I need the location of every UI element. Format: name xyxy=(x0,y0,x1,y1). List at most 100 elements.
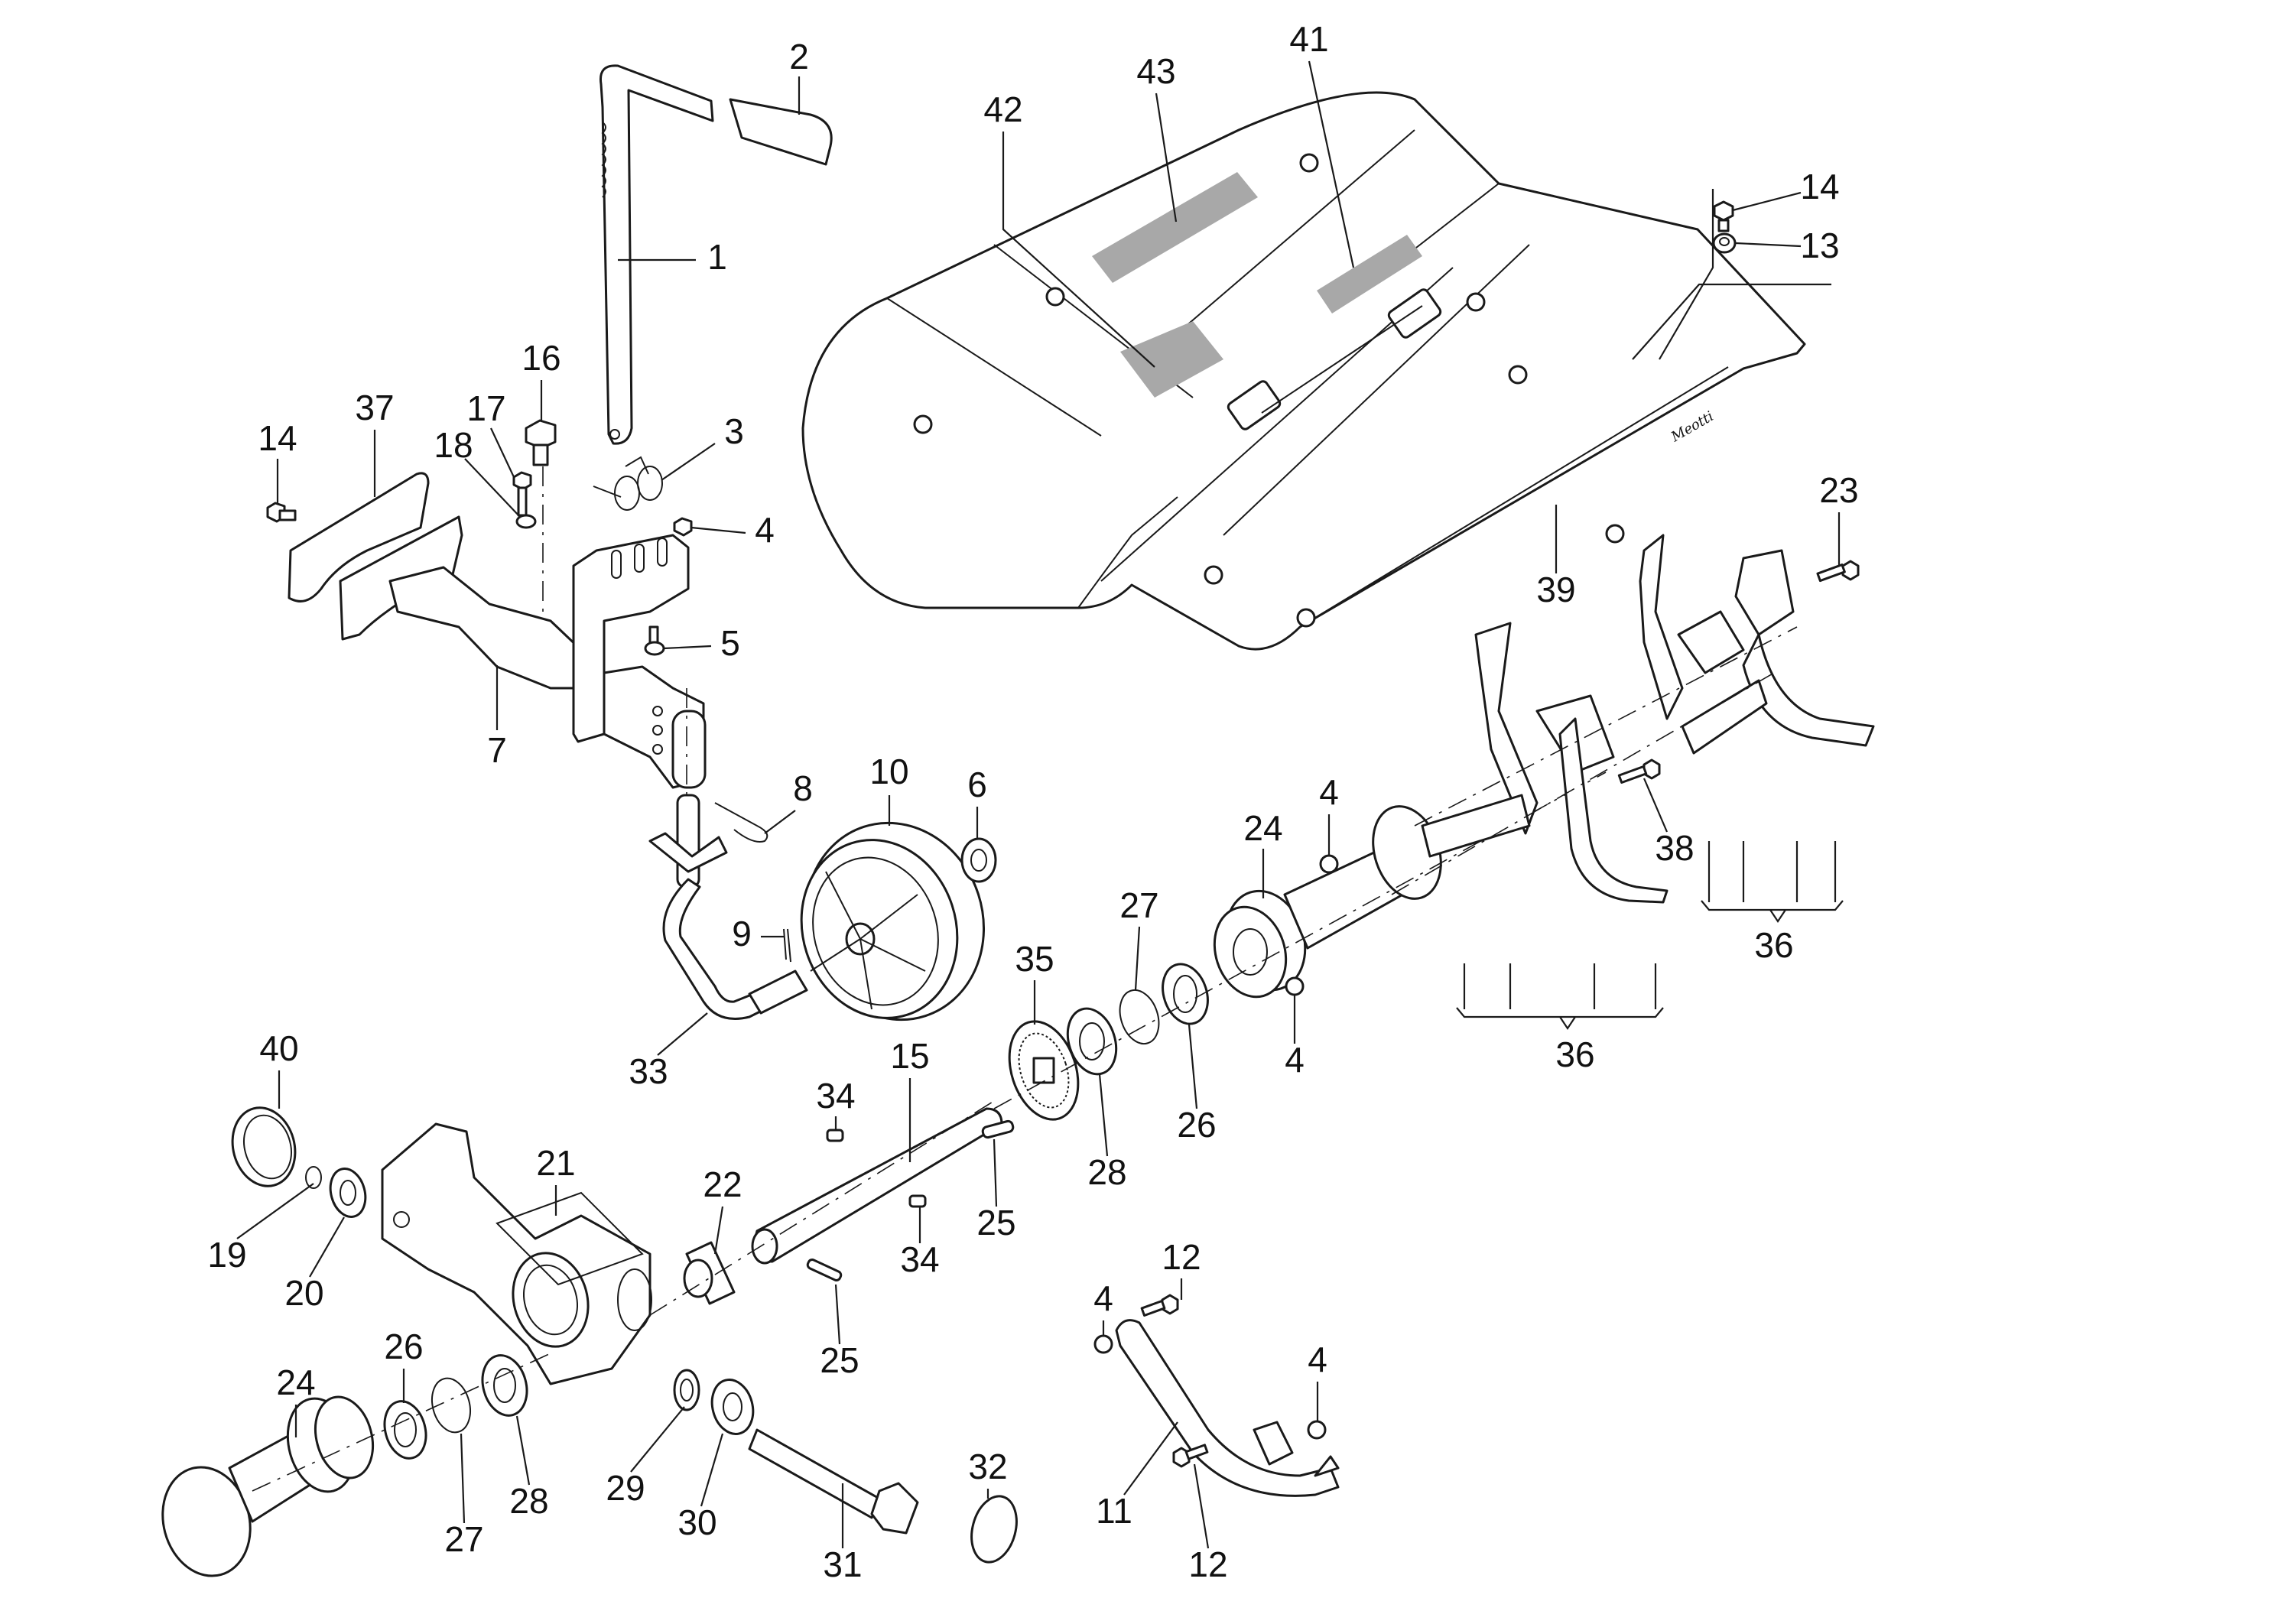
callout-tine-assembly[interactable]: 36 xyxy=(1555,1034,1594,1074)
part-tine-cover[interactable] xyxy=(801,91,1806,651)
part-bolt-23[interactable] xyxy=(1816,560,1860,583)
callout-flange-nut[interactable]: 4 xyxy=(1093,1278,1113,1337)
part-roll-pin-25a[interactable] xyxy=(981,1119,1015,1139)
callout-bolt[interactable]: 12 xyxy=(1162,1237,1201,1300)
part-pinion-shaft-31[interactable] xyxy=(748,1428,919,1535)
part-flange-nut-13[interactable] xyxy=(1712,232,1737,254)
callout-cotter-pin[interactable]: 9 xyxy=(732,914,784,953)
callout-mounting-plate[interactable]: 37 xyxy=(355,388,395,497)
part-tine-assembly-36a[interactable] xyxy=(1421,622,1669,1030)
callout-tine-cover[interactable]: 39 xyxy=(1536,505,1576,609)
part-flange-nut-4c[interactable] xyxy=(1093,1334,1113,1354)
part-hex-bolt-16[interactable] xyxy=(525,419,557,466)
callout-drive-shaft[interactable]: 15 xyxy=(890,1036,930,1162)
callout-oil-seal[interactable]: 26 xyxy=(1177,1024,1217,1145)
part-flange-nut-4[interactable] xyxy=(673,517,693,537)
callout-gearbox-housing[interactable]: 21 xyxy=(536,1143,576,1216)
part-cap-32[interactable] xyxy=(965,1491,1024,1567)
part-depth-adjust-lever[interactable] xyxy=(599,64,714,445)
callout-circlip[interactable]: 27 xyxy=(1119,885,1159,991)
callout-torsion-spring[interactable]: 3 xyxy=(661,411,744,481)
callout-bearing[interactable]: 28 xyxy=(509,1415,549,1521)
callout-circlip[interactable]: 27 xyxy=(444,1433,484,1559)
callout-wheel-arm[interactable]: 33 xyxy=(629,1012,708,1091)
callout-mounting-bracket[interactable]: 7 xyxy=(487,665,507,770)
part-flange-bolt-14-right[interactable] xyxy=(1713,200,1734,232)
part-key-34a[interactable] xyxy=(826,1129,844,1142)
part-bolt-12a[interactable] xyxy=(1140,1294,1179,1317)
callout-washer[interactable]: 18 xyxy=(434,425,521,518)
part-bushing-22[interactable] xyxy=(683,1241,736,1305)
part-bearing-20[interactable] xyxy=(325,1164,370,1220)
part-circlip-27b[interactable] xyxy=(427,1374,476,1437)
callout-lever-grip[interactable]: 2 xyxy=(789,37,809,115)
callout-transport-wheel[interactable]: 10 xyxy=(869,752,909,826)
part-circlip-27[interactable] xyxy=(1113,985,1165,1048)
callout-bevel-gear[interactable]: 35 xyxy=(1015,939,1054,1025)
callout-roll-pin[interactable]: 25 xyxy=(976,1138,1016,1242)
part-oil-seal-26[interactable] xyxy=(1155,958,1215,1029)
callout-tine-hub-shaft[interactable]: 24 xyxy=(276,1363,316,1437)
part-bearing-30[interactable] xyxy=(707,1375,759,1438)
callout-shoulder-bolt[interactable]: 5 xyxy=(663,623,740,663)
part-oil-seal-29[interactable] xyxy=(673,1369,700,1411)
part-bolt-12b[interactable] xyxy=(1172,1444,1209,1468)
part-torsion-spring[interactable] xyxy=(593,456,663,511)
part-bolt-17[interactable] xyxy=(512,471,532,517)
callout-oil-seal[interactable]: 26 xyxy=(384,1327,424,1403)
part-bolt-38[interactable] xyxy=(1617,758,1661,784)
callout-hairpin-clip[interactable]: 8 xyxy=(764,768,813,834)
callout-flange-nut[interactable]: 13 xyxy=(1735,226,1840,265)
callout-cap[interactable]: 32 xyxy=(968,1447,1008,1499)
part-tine-assembly-36b[interactable] xyxy=(1639,534,1875,923)
callout-seal-cap[interactable]: 40 xyxy=(259,1028,299,1109)
callout-flange-bolt[interactable]: 14 xyxy=(258,418,297,505)
callout-depth-adjust-lever[interactable]: 1 xyxy=(618,237,727,277)
callout-hex-bolt[interactable]: 16 xyxy=(522,338,561,421)
part-cotter-pin[interactable] xyxy=(783,928,791,963)
part-mounting-bracket[interactable] xyxy=(388,566,583,690)
callout-tine-assembly[interactable]: 36 xyxy=(1754,925,1793,965)
part-flange-bolt-14-left[interactable] xyxy=(266,502,297,523)
callout-flange-bolt[interactable]: 14 xyxy=(1732,167,1840,212)
part-bevel-gear-35[interactable] xyxy=(998,1012,1090,1128)
part-seal-cap-40[interactable] xyxy=(224,1100,304,1193)
callout-flange-nut[interactable]: 4 xyxy=(1319,772,1339,856)
callout-drag-stake[interactable]: 11 xyxy=(1096,1421,1178,1531)
callout-pinion-shaft[interactable]: 31 xyxy=(823,1483,863,1584)
part-drag-stake-11[interactable] xyxy=(1115,1319,1340,1497)
part-tine-hub-shaft-24b[interactable] xyxy=(151,1391,381,1587)
callout-bearing[interactable]: 20 xyxy=(284,1216,345,1313)
callout-bolt[interactable]: 23 xyxy=(1819,470,1859,566)
part-oil-seal-26b[interactable] xyxy=(379,1397,432,1463)
callout-flange-nut[interactable]: 4 xyxy=(1285,994,1305,1080)
part-snap-ring-19[interactable] xyxy=(305,1166,322,1189)
callout-flange-nut[interactable]: 4 xyxy=(1308,1340,1327,1422)
part-transport-wheel[interactable] xyxy=(778,800,1009,1043)
part-washer-6[interactable] xyxy=(960,837,997,883)
part-hairpin-clip[interactable] xyxy=(714,802,768,843)
callout-decal[interactable]: 42 xyxy=(983,89,1155,368)
part-roll-pin-25b[interactable] xyxy=(806,1258,843,1282)
callout-tine-hub-shaft[interactable]: 24 xyxy=(1243,808,1283,898)
part-bearing-28b[interactable] xyxy=(476,1350,534,1421)
part-mounting-plate-37[interactable] xyxy=(288,472,430,603)
callout-roll-pin[interactable]: 25 xyxy=(820,1284,859,1380)
callout-bolt[interactable]: 17 xyxy=(466,388,515,478)
callout-decal[interactable]: 41 xyxy=(1289,19,1355,268)
part-wheel-arm[interactable] xyxy=(648,794,808,1020)
callout-key[interactable]: 34 xyxy=(816,1076,856,1130)
part-flange-nut-4d[interactable] xyxy=(1307,1420,1327,1440)
part-lever-grip[interactable] xyxy=(729,98,833,166)
callout-bolt[interactable]: 38 xyxy=(1643,778,1695,868)
part-key-34b[interactable] xyxy=(908,1194,927,1208)
callout-key[interactable]: 34 xyxy=(900,1207,940,1279)
callout-bushing[interactable]: 22 xyxy=(703,1164,742,1255)
callout-decal[interactable]: 43 xyxy=(1136,51,1178,222)
part-washer-18[interactable] xyxy=(515,514,537,529)
part-tine-hub-shaft-24[interactable] xyxy=(1204,797,1452,1006)
callout-snap-ring[interactable]: 19 xyxy=(207,1183,314,1275)
callout-washer[interactable]: 6 xyxy=(967,765,987,840)
callout-flange-nut[interactable]: 4 xyxy=(690,510,775,550)
callout-bolt[interactable]: 12 xyxy=(1188,1463,1228,1584)
